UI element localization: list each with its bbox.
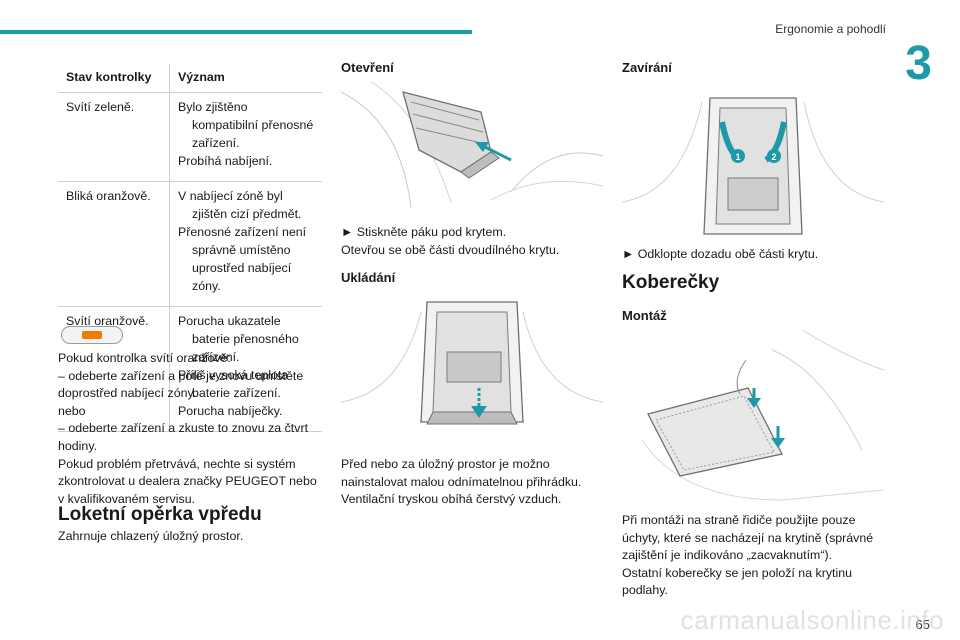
mount-description: Při montáži na straně řidiče použijte po… [622, 512, 892, 600]
callout-1: 1 [735, 152, 740, 162]
meaning-line: Příliš vysoká teplota baterie zařízení. [178, 368, 289, 400]
table-row: Svítí zeleně. Bylo zjištěno kompatibilní… [58, 92, 322, 182]
header-accent-bar [0, 30, 472, 34]
closing-illustration: 1 2 [622, 97, 884, 235]
note-line: Pokud problém přetrvává, nechte si systé… [58, 456, 296, 471]
table-cell-meaning: Bylo zjištěno kompatibilní přenosné zaří… [169, 92, 322, 182]
description-line: podlahy. [622, 583, 668, 598]
instruction-line: ► Stiskněte páku pod krytem. [341, 225, 507, 239]
warning-indicator-icon [61, 326, 123, 344]
table-cell-meaning: Porucha ukazatele baterie přenosného zař… [169, 306, 322, 432]
note-line: hodiny. [58, 438, 98, 453]
note-line: nebo [58, 403, 86, 418]
meaning-line: V nabíjecí zóně byl zjištěn cizí předmět… [178, 189, 302, 221]
table-cell-state: Svítí zeleně. [58, 92, 170, 182]
meaning-line: Porucha ukazatele baterie přenosného zař… [178, 314, 299, 364]
table-cell-meaning: V nabíjecí zóně byl zjištěn cizí předmět… [169, 181, 322, 307]
description-line: zajištění je indikováno „zacvaknutím“). [622, 548, 833, 563]
note-line: v kvalifikovaném servisu. [58, 491, 196, 506]
storage-illustration [341, 301, 603, 425]
opening-illustration [341, 82, 603, 208]
mount-title: Montáž [622, 308, 667, 323]
mat-mounting-illustration [641, 330, 884, 501]
armrest-heading: Loketní opěrka vpředu [58, 504, 262, 525]
armrest-intro: Zahrnuje chlazený úložný prostor. [58, 529, 244, 543]
table-row: Bliká oranžově. V nabíjecí zóně byl zjiš… [58, 181, 322, 307]
storage-title: Ukládání [341, 270, 396, 285]
meaning-line: Přenosné zařízení není správně umístěno … [178, 225, 307, 293]
section-title: Ergonomie a pohodlí [775, 22, 886, 36]
note-line: – odeberte zařízení a zkuste to znovu za… [58, 421, 309, 436]
note-line: zkontrolovat u dealera značky PEUGEOT ne… [58, 474, 317, 489]
closing-instruction: ► Odklopte dozadu obě části krytu. [622, 247, 819, 261]
storage-description: Před nebo za úložný prostor je možno nai… [341, 456, 611, 509]
table-header-meaning: Význam [169, 64, 322, 93]
table-header-row: Stav kontrolky Význam [58, 64, 322, 93]
description-line: Před nebo za úložný prostor je možno [341, 457, 550, 471]
description-line: úchyty, které se nacházejí na krytině (s… [622, 530, 874, 545]
orange-light-icon [82, 331, 102, 339]
instruction-line: Otevřou se obě části dvoudílného krytu. [341, 242, 560, 257]
callout-2: 2 [771, 152, 776, 162]
watermark: carmanualsonline.info [680, 605, 944, 635]
note-line: doprostřed nabíjecí zóny. [58, 386, 197, 401]
opening-instructions: ► Stiskněte páku pod krytem. Otevřou se … [341, 224, 611, 259]
chapter-number: 3 [905, 37, 932, 90]
closing-title: Zavírání [622, 60, 672, 75]
note-line: – odeberte zařízení a poté je znovu umís… [58, 368, 304, 383]
table-header-state: Stav kontrolky [58, 64, 170, 93]
description-line: Při montáži na straně řidiče použijte po… [622, 513, 856, 527]
description-line: Ventilační tryskou obíhá čerstvý vzduch. [341, 492, 562, 507]
indicator-status-table: Stav kontrolky Význam Svítí zeleně. Bylo… [58, 64, 322, 432]
meaning-line: Probíhá nabíjení. [178, 154, 273, 168]
meaning-line: Porucha nabíječky. [178, 404, 283, 418]
mats-heading: Koberečky [622, 272, 720, 293]
note-line: Pokud kontrolka svítí oranžově: [58, 351, 231, 365]
warning-note: Pokud kontrolka svítí oranžově: – odeber… [58, 350, 322, 508]
table-cell-state: Bliká oranžově. [58, 181, 170, 307]
description-line: Ostatní koberečky se jen položí na kryti… [622, 565, 853, 580]
opening-title: Otevření [341, 60, 394, 75]
meaning-line: Bylo zjištěno kompatibilní přenosné zaří… [178, 100, 314, 150]
description-line: nainstalovat malou odnímatelnou přihrádk… [341, 474, 582, 489]
page-number: 65 [915, 617, 930, 632]
